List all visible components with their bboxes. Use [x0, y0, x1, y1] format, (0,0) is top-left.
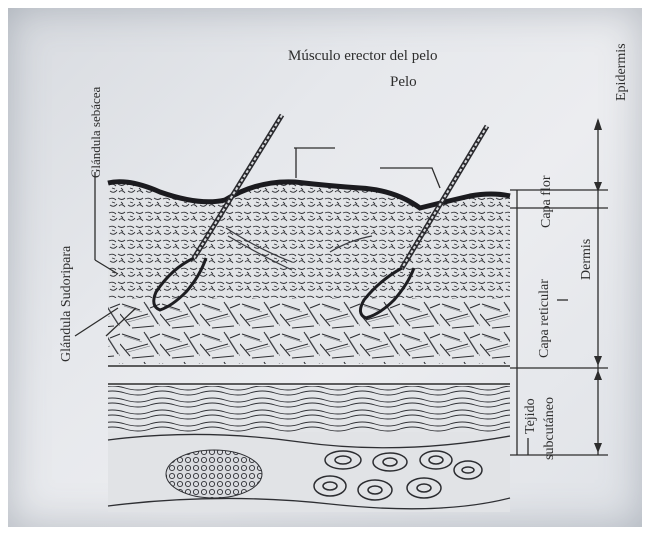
- label-dermis: Dermis: [579, 239, 594, 280]
- label-capa-reticular: Capa reticular: [537, 279, 552, 358]
- label-musculo-erector: Músculo erector del pelo: [288, 48, 438, 64]
- label-glandula-sudoripara: Glándula Sudoripara: [59, 245, 74, 362]
- label-capa-flor: Capa flor: [539, 175, 554, 228]
- label-subcutaneo: subcutáneo: [542, 397, 557, 460]
- label-pelo: Pelo: [390, 74, 417, 90]
- label-tejido: Tejido: [523, 398, 538, 434]
- label-glandula-sebacea: Glándula sebácea: [88, 86, 103, 178]
- subcutaneous-fibers: [108, 386, 510, 432]
- label-epidermis: Epidermis: [614, 43, 629, 101]
